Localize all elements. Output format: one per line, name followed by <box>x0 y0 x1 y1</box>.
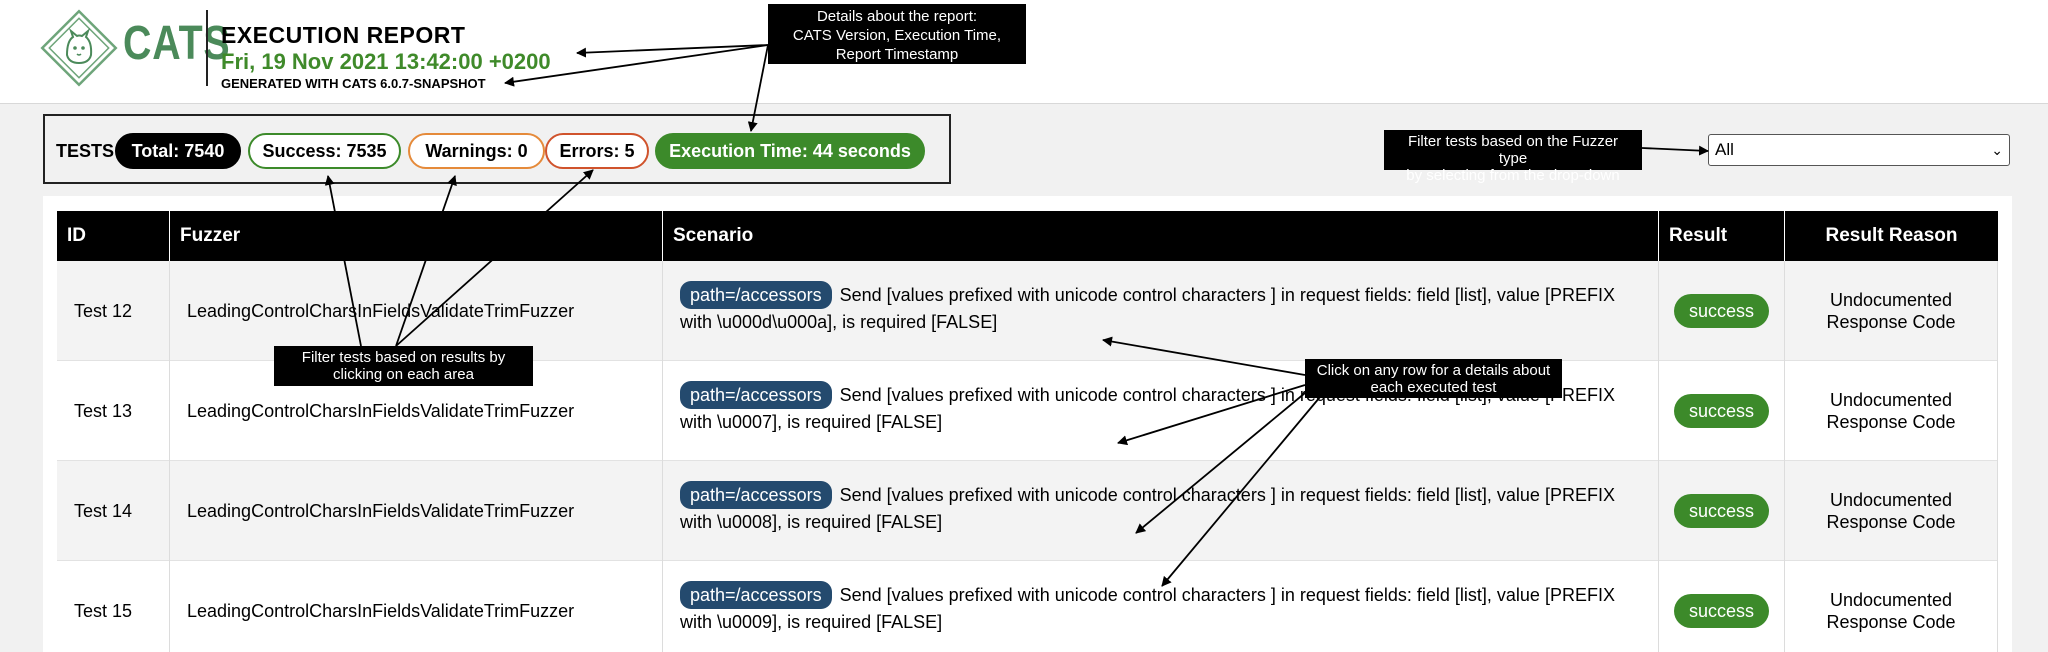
reason-line: Response Code <box>1826 312 1956 332</box>
result-badge: success <box>1673 494 1770 528</box>
arrow-to-fuzzer-select <box>1641 145 1709 156</box>
table-row[interactable]: Test 14 LeadingControlCharsInFieldsValid… <box>57 461 1998 561</box>
annotation-filter-results: Filter tests based on results by clickin… <box>274 346 533 386</box>
test-id: Test 15 <box>57 561 170 652</box>
test-id: Test 12 <box>57 261 170 361</box>
reason-line: Response Code <box>1826 412 1956 432</box>
test-id: Test 13 <box>57 361 170 461</box>
scenario-text: Send [values prefixed with unicode contr… <box>680 285 1615 332</box>
column-header-reason: Result Reason <box>1825 225 1958 246</box>
table-header: ID Fuzzer Scenario Result Result Reason <box>57 211 1998 261</box>
reason-line: Response Code <box>1826 612 1956 632</box>
path-badge: path=/accessors <box>680 381 832 409</box>
fuzzer-name: LeadingControlCharsInFieldsValidateTrimF… <box>170 461 663 561</box>
column-header-result: Result <box>1659 211 1785 261</box>
result-cell: success <box>1659 261 1785 361</box>
reason-line: Response Code <box>1826 512 1956 532</box>
column-header-scenario: Scenario <box>663 211 1659 261</box>
result-badge: success <box>1673 394 1770 428</box>
annotation-row-details: Click on any row for a details about eac… <box>1305 359 1562 398</box>
cats-logo-icon <box>40 9 118 87</box>
result-cell: success <box>1659 461 1785 561</box>
annotation-line: Report Timestamp <box>835 46 959 63</box>
path-badge: path=/accessors <box>680 481 832 509</box>
errors-filter-button[interactable]: Errors: 5 <box>545 133 649 169</box>
fuzzer-filter-select[interactable]: All ⌄ <box>1708 134 2010 166</box>
result-badge: success <box>1673 294 1770 328</box>
result-badge: success <box>1673 594 1770 628</box>
chevron-down-icon: ⌄ <box>1991 142 2003 158</box>
test-id: Test 14 <box>57 461 170 561</box>
result-cell: success <box>1659 561 1785 652</box>
execution-time-badge: Execution Time: 44 seconds <box>655 133 925 169</box>
annotation-report-details: Details about the report: CATS Version, … <box>768 4 1026 64</box>
annotation-line: Details about the report: <box>816 8 978 25</box>
scenario-text: Send [values prefixed with unicode contr… <box>680 585 1615 632</box>
annotation-line: clicking on each area <box>333 366 474 383</box>
page-title: EXECUTION REPORT <box>221 22 466 48</box>
results-table: ID Fuzzer Scenario Result Result Reason … <box>43 196 2012 652</box>
report-timestamp: Fri, 19 Nov 2021 13:42:00 +0200 <box>221 49 551 74</box>
annotation-line: Filter tests based on results by <box>301 349 506 366</box>
fuzzer-filter-value: All <box>1715 140 1734 159</box>
reason-line: Undocumented <box>1829 590 1953 610</box>
path-badge: path=/accessors <box>680 581 832 609</box>
fuzzer-name: LeadingControlCharsInFieldsValidateTrimF… <box>170 361 663 461</box>
annotation-line: each executed test <box>1370 379 1497 396</box>
column-header-id: ID <box>57 211 170 261</box>
total-filter-button[interactable]: Total: 7540 <box>115 133 241 169</box>
generated-with-label: GENERATED WITH CATS 6.0.7-SNAPSHOT <box>221 76 486 91</box>
tests-label: TESTS <box>56 141 115 161</box>
annotation-line: CATS Version, Execution Time, <box>792 27 1002 44</box>
annotation-line: Filter tests based on the Fuzzer type <box>1407 133 1619 167</box>
annotation-filter-fuzzer: Filter tests based on the Fuzzer type by… <box>1384 130 1642 184</box>
table-row[interactable]: Test 15 LeadingControlCharsInFieldsValid… <box>57 561 1998 652</box>
reason-line: Undocumented <box>1829 390 1953 410</box>
path-badge: path=/accessors <box>680 281 832 309</box>
header-divider <box>206 10 208 86</box>
reason-line: Undocumented <box>1829 290 1953 310</box>
annotation-line: Click on any row for a details about <box>1316 362 1551 379</box>
column-header-fuzzer: Fuzzer <box>170 211 663 261</box>
warnings-filter-button[interactable]: Warnings: 0 <box>408 133 545 169</box>
annotation-line: by selecting from the drop-down <box>1406 167 1620 184</box>
fuzzer-name: LeadingControlCharsInFieldsValidateTrimF… <box>170 561 663 652</box>
logo-text: CATS <box>123 17 231 70</box>
success-filter-button[interactable]: Success: 7535 <box>248 133 401 169</box>
tests-summary: TESTS Total: 7540 Success: 7535 Warnings… <box>43 114 951 184</box>
reason-line: Undocumented <box>1829 490 1953 510</box>
result-cell: success <box>1659 361 1785 461</box>
